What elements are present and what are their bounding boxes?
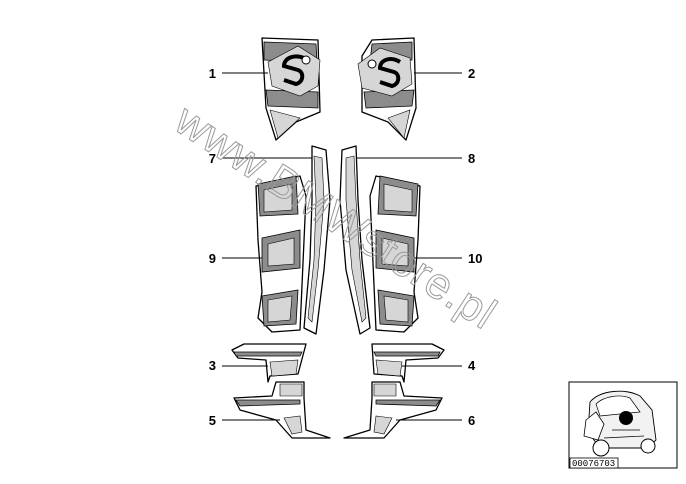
part-6-lower-right-long-cover[interactable]: [343, 381, 443, 439]
part-10-right-side-panel[interactable]: [369, 175, 421, 333]
callout-1: 1: [209, 66, 216, 81]
callout-9: 9: [209, 251, 216, 266]
callout-3: 3: [209, 358, 216, 373]
part-1-upper-left-cover[interactable]: [261, 37, 321, 141]
callout-7: 7: [209, 151, 216, 166]
callout-5: 5: [209, 413, 216, 428]
leader-lines: [222, 72, 462, 421]
logo-emblem-right: [357, 47, 413, 97]
part-5-lower-left-long-cover[interactable]: [233, 381, 331, 439]
reference-code: 00076703: [572, 459, 615, 469]
callout-6: 6: [468, 413, 475, 428]
part-7-left-trim-strip[interactable]: [303, 145, 331, 335]
part-9-left-side-panel[interactable]: [255, 175, 307, 333]
part-4-lower-right-cover[interactable]: [371, 343, 445, 383]
part-3-lower-left-cover[interactable]: [231, 343, 307, 383]
logo-emblem-left: [267, 45, 321, 97]
callout-4: 4: [468, 358, 476, 373]
part-2-upper-right-cover[interactable]: [357, 37, 417, 141]
part-8-right-trim-strip[interactable]: [339, 145, 371, 335]
watermark: www.BMWstore.pl: [166, 95, 505, 339]
callout-8: 8: [468, 151, 475, 166]
callout-10: 10: [468, 251, 482, 266]
callout-2: 2: [468, 66, 475, 81]
highlight-marker: [619, 411, 633, 425]
vehicle-location-inset[interactable]: 00076703: [568, 381, 678, 469]
scooter-illustration: [583, 390, 657, 457]
